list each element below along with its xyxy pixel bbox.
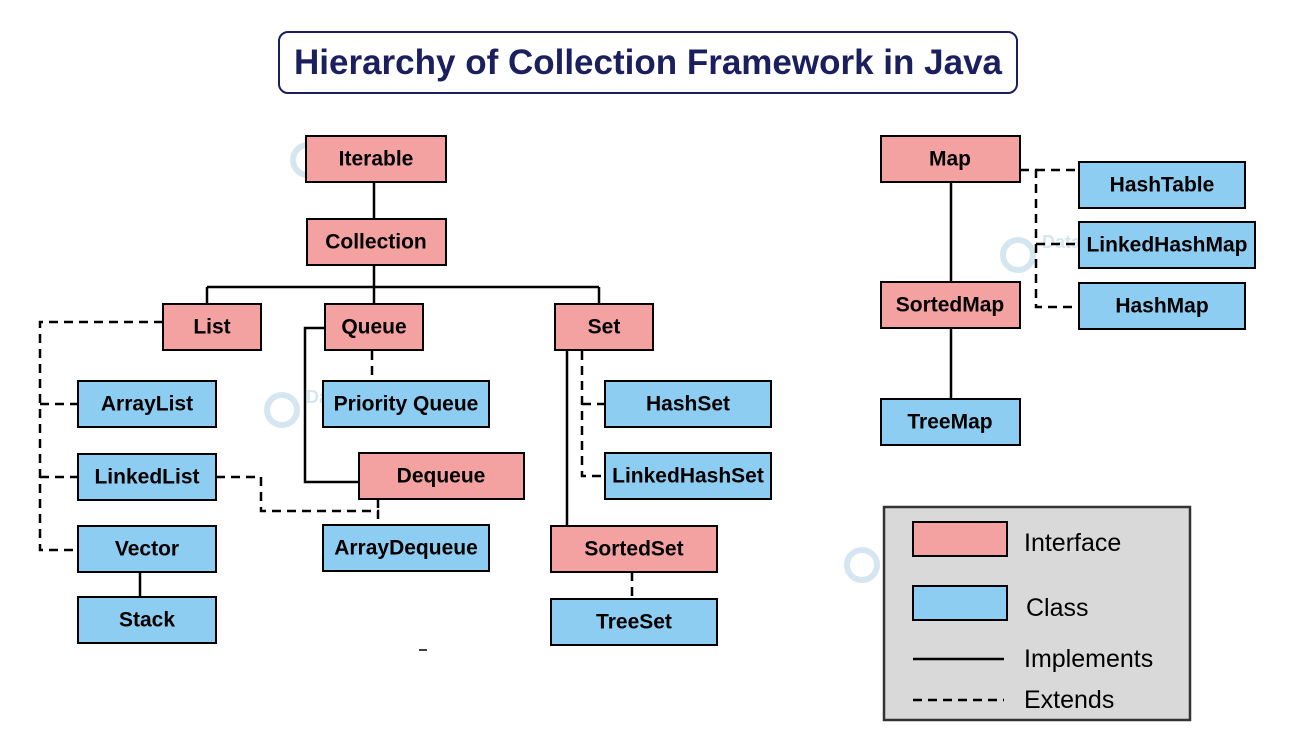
node-queue: Queue	[324, 303, 424, 351]
node-stack: Stack	[77, 596, 217, 644]
svg-text:Collection: Collection	[325, 231, 427, 254]
svg-text:TreeSet: TreeSet	[596, 611, 672, 634]
svg-text:List: List	[193, 316, 230, 339]
svg-text:Iterable: Iterable	[339, 148, 414, 171]
svg-text:LinkedHashMap: LinkedHashMap	[1086, 234, 1247, 257]
svg-text:ArrayList: ArrayList	[101, 393, 193, 416]
legend: Interface Class Implements Extends	[882, 505, 1192, 722]
legend-class-swatch	[912, 585, 1008, 621]
node-treeset: TreeSet	[550, 598, 718, 646]
node-dequeue: Dequeue	[358, 452, 525, 500]
svg-text:Queue: Queue	[341, 316, 406, 339]
svg-text:Vector: Vector	[115, 538, 179, 561]
node-set: Set	[554, 303, 654, 351]
legend-implements-label: Implements	[1024, 645, 1153, 673]
svg-text:ArrayDequeue: ArrayDequeue	[334, 537, 478, 560]
node-arraylist: ArrayList	[77, 380, 217, 428]
edge-set-hashset-linkedhashset	[580, 351, 605, 478]
node-hashmap: HashMap	[1078, 282, 1246, 330]
svg-text:Dequeue: Dequeue	[397, 465, 486, 488]
svg-text:HashMap: HashMap	[1115, 295, 1208, 318]
node-linkedhashmap: LinkedHashMap	[1078, 221, 1256, 269]
diagram-title: Hierarchy of Collection Framework in Jav…	[278, 31, 1018, 94]
connectors	[38, 168, 1079, 599]
node-linkedlist: LinkedList	[77, 453, 217, 501]
svg-text:SortedMap: SortedMap	[896, 294, 1005, 317]
node-hashset: HashSet	[604, 380, 772, 428]
svg-text:Set: Set	[588, 316, 621, 339]
svg-text:Stack: Stack	[119, 609, 175, 632]
legend-class-label: Class	[1026, 594, 1089, 622]
svg-text:HashSet: HashSet	[646, 393, 730, 416]
svg-text:HashTable: HashTable	[1110, 174, 1215, 197]
node-hashtable: HashTable	[1078, 161, 1246, 209]
node-treemap: TreeMap	[880, 398, 1021, 446]
edge-list-classes	[38, 320, 163, 552]
edge-linkedlist-arraydequeue	[216, 475, 380, 525]
node-priorityqueue: Priority Queue	[322, 380, 490, 428]
svg-text:LinkedHashSet: LinkedHashSet	[612, 465, 764, 488]
node-map: Map	[880, 135, 1021, 183]
svg-text:TreeMap: TreeMap	[907, 411, 992, 434]
legend-interface-swatch	[912, 521, 1008, 557]
svg-text:Priority Queue: Priority Queue	[334, 393, 479, 416]
edge-map-implementations	[1020, 168, 1079, 309]
svg-text:LinkedList: LinkedList	[94, 466, 199, 489]
edge-queue-dequeue	[303, 326, 359, 484]
legend-extends-label: Extends	[1024, 686, 1114, 714]
svg-text:SortedSet: SortedSet	[584, 538, 683, 561]
node-iterable: Iterable	[305, 135, 447, 183]
node-list: List	[162, 303, 262, 351]
node-vector: Vector	[77, 525, 217, 573]
node-linkedhashset: LinkedHashSet	[604, 452, 772, 500]
node-sortedset: SortedSet	[550, 525, 718, 573]
node-arraydequeue: ArrayDequeue	[322, 524, 490, 572]
svg-text:Map: Map	[929, 148, 971, 171]
node-collection: Collection	[306, 218, 447, 266]
legend-interface-label: Interface	[1024, 529, 1121, 557]
node-sortedmap: SortedMap	[880, 281, 1021, 329]
